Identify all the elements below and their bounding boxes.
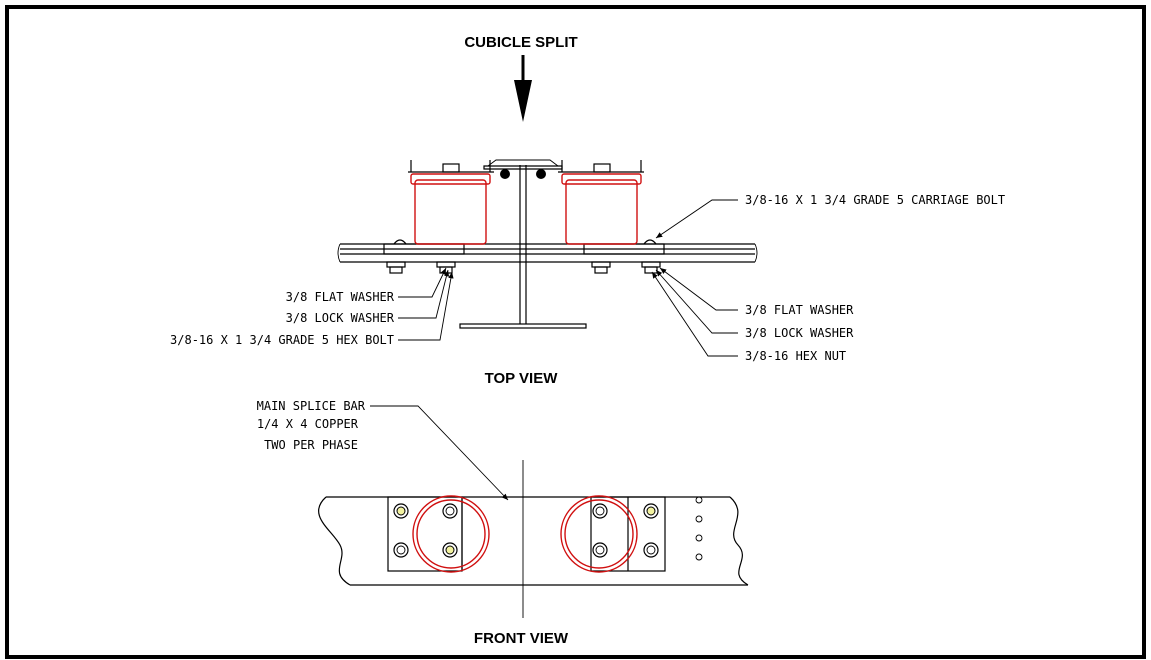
drawing-border xyxy=(5,5,1146,659)
left-lock-washer-label: 3/8 LOCK WASHER xyxy=(286,311,395,325)
hex-nut-label: 3/8-16 HEX NUT xyxy=(745,349,846,363)
left-insulator xyxy=(408,160,494,245)
right-leaders xyxy=(651,199,738,357)
carriage-bolt-label: 3/8-16 X 1 3/4 GRADE 5 CARRIAGE BOLT xyxy=(745,193,1005,207)
cubicle-split-arrow xyxy=(514,55,532,122)
bar-holes xyxy=(695,496,703,561)
right-splice-plate xyxy=(560,495,666,573)
left-splice-plate xyxy=(387,495,490,573)
splice-bar-label-2: 1/4 X 4 COPPER xyxy=(257,417,359,431)
left-flat-washer-label: 3/8 FLAT WASHER xyxy=(286,290,395,304)
hex-nut-stack-right xyxy=(591,261,661,274)
cubicle-split-heading: CUBICLE SPLIT xyxy=(464,34,577,51)
bus-bars xyxy=(337,243,758,263)
hex-bolt-label: 3/8-16 X 1 3/4 GRADE 5 HEX BOLT xyxy=(170,333,394,347)
splice-bar-leader xyxy=(370,405,509,501)
front-view: MAIN SPLICE BAR 1/4 X 4 COPPER TWO PER P… xyxy=(257,399,749,618)
splice-bar-label-3: TWO PER PHASE xyxy=(264,438,358,452)
right-insulator xyxy=(558,160,644,245)
carriage-bolt-head-right xyxy=(643,239,657,245)
hex-bolt-stack-left xyxy=(386,261,456,274)
top-view-heading: TOP VIEW xyxy=(485,370,559,387)
left-leaders xyxy=(398,267,454,341)
main-splice-bar xyxy=(318,496,749,586)
right-flat-washer-label: 3/8 FLAT WASHER xyxy=(745,303,854,317)
front-view-heading: FRONT VIEW xyxy=(474,630,569,647)
right-lock-washer-label: 3/8 LOCK WASHER xyxy=(745,326,854,340)
top-view: 3/8-16 X 1 3/4 GRADE 5 CARRIAGE BOLT 3/8… xyxy=(170,159,1005,363)
splice-bar-label-1: MAIN SPLICE BAR xyxy=(257,399,366,413)
carriage-bolt-head-left xyxy=(393,239,407,245)
